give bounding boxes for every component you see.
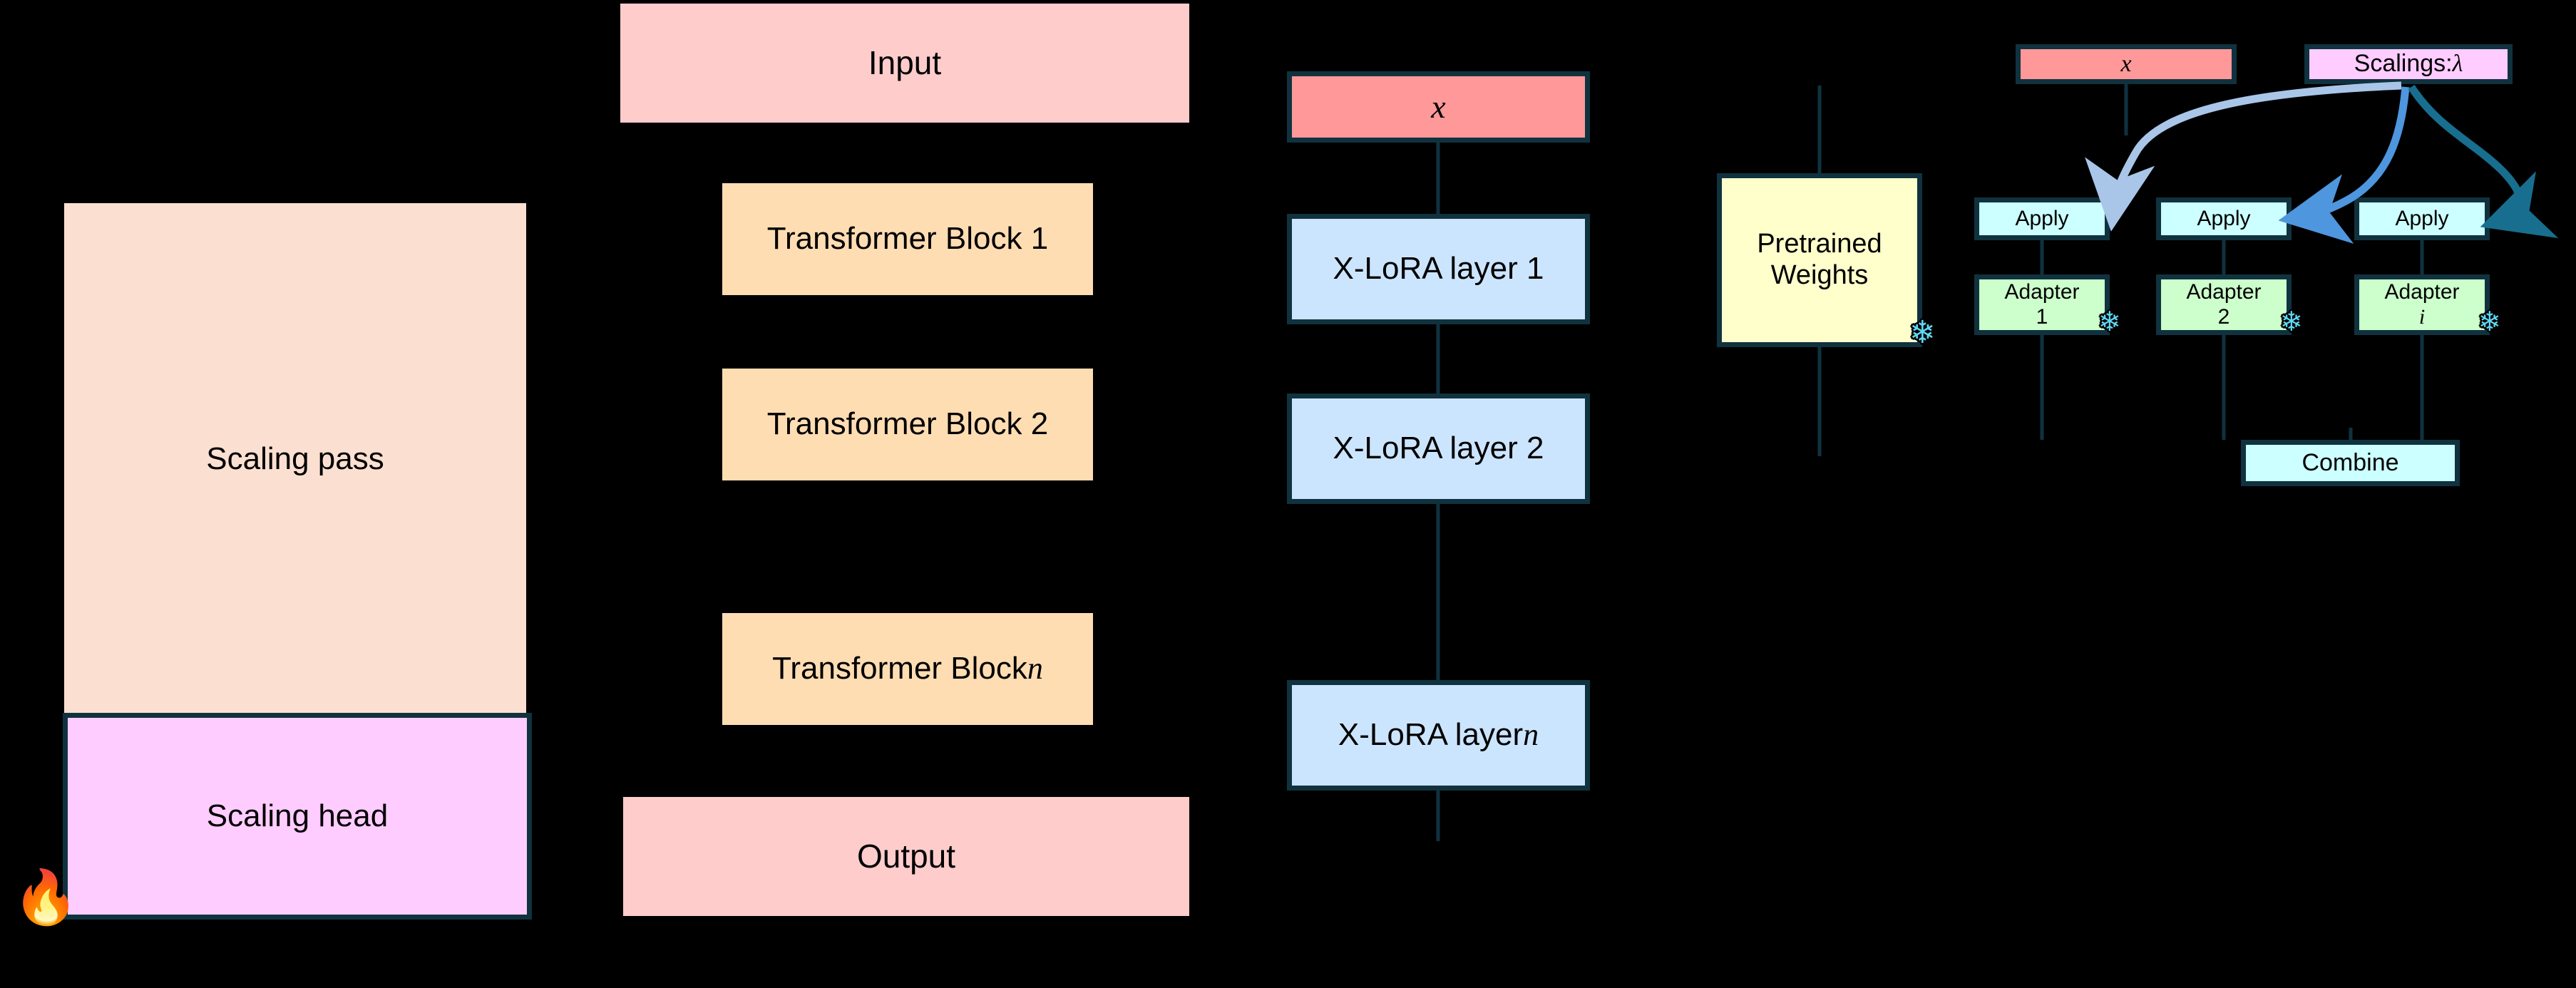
adapter-box-3-symbol: i (2418, 304, 2426, 329)
transformer-block-n: Transformer Block n (722, 613, 1093, 725)
snowflake-icon: ❄ (1909, 314, 1936, 351)
adapter-box-3: Adapter i (2354, 274, 2490, 335)
adapter-box-2-symbol: 2 (2217, 304, 2230, 329)
transformer-block-2-label: Transformer Block 2 (766, 406, 1049, 442)
scalings-box-label: Scalings: (2354, 50, 2453, 78)
xlora-layer-n: X-LoRA layer n (1287, 680, 1590, 791)
input-box-label: Input (868, 44, 942, 82)
combine-box-label: Combine (2302, 448, 2399, 476)
input-box: Input (620, 4, 1189, 123)
detail-input-x: x (2016, 44, 2237, 84)
transformer-block-1-label: Transformer Block 1 (766, 221, 1049, 257)
adapter-box-2: Adapter 2 (2156, 274, 2292, 335)
output-box: Output (623, 797, 1189, 916)
pretrained-weights-box-label: Pretrained Weights (1757, 229, 1882, 290)
detail-input-x-symbol: x (2120, 51, 2132, 78)
transformer-block-n-symbol: n (1027, 651, 1043, 686)
adapter-box-1-symbol: 1 (2036, 304, 2048, 329)
xlora-layer-1-label: X-LoRA layer 1 (1333, 251, 1544, 287)
snowflake-icon: ❄ (2280, 306, 2303, 337)
scaling-head-box: Scaling head (63, 713, 532, 920)
apply-box-3: Apply (2354, 197, 2490, 240)
transformer-block-1: Transformer Block 1 (722, 183, 1093, 295)
xlora-layer-2: X-LoRA layer 2 (1287, 393, 1590, 504)
apply-box-1: Apply (1974, 197, 2110, 240)
scalings-box: Scalings: λ (2304, 44, 2513, 84)
scalings-box-symbol: λ (2452, 51, 2463, 78)
apply-box-3-label: Apply (2395, 206, 2449, 230)
xlora-layer-n-symbol: n (1523, 717, 1539, 753)
xlora-layer-2-label: X-LoRA layer 2 (1333, 431, 1544, 466)
transformer-block-n-label: Transformer Block (772, 651, 1027, 686)
xlora-layer-1: X-LoRA layer 1 (1287, 214, 1590, 324)
adapter-box-1: Adapter 1 (1974, 274, 2110, 335)
xlora-layer-n-label: X-LoRA layer (1338, 717, 1524, 753)
snowflake-icon: ❄ (2478, 306, 2501, 337)
apply-box-2: Apply (2156, 197, 2292, 240)
scaling-head-label: Scaling head (206, 798, 389, 833)
snowflake-icon: ❄ (2098, 306, 2121, 337)
flame-icon: 🔥 (13, 867, 79, 928)
xlora-input-x: x (1287, 71, 1590, 143)
output-box-label: Output (856, 838, 956, 875)
adapter-box-2-label: Adapter (2186, 280, 2262, 304)
scaling-pass-box: Scaling pass (64, 203, 526, 715)
combine-box: Combine (2241, 440, 2460, 486)
scalings-arrow-1 (2085, 81, 2402, 232)
transformer-block-2: Transformer Block 2 (722, 369, 1093, 480)
adapter-box-1-label: Adapter (2004, 280, 2080, 304)
apply-box-1-label: Apply (2015, 206, 2069, 230)
xlora-input-x-symbol: x (1431, 88, 1446, 125)
apply-box-2-label: Apply (2197, 206, 2251, 230)
adapter-box-3-label: Adapter (2384, 280, 2460, 304)
pretrained-weights-box: Pretrained Weights (1717, 173, 1922, 347)
scaling-pass-label: Scaling pass (206, 441, 384, 476)
